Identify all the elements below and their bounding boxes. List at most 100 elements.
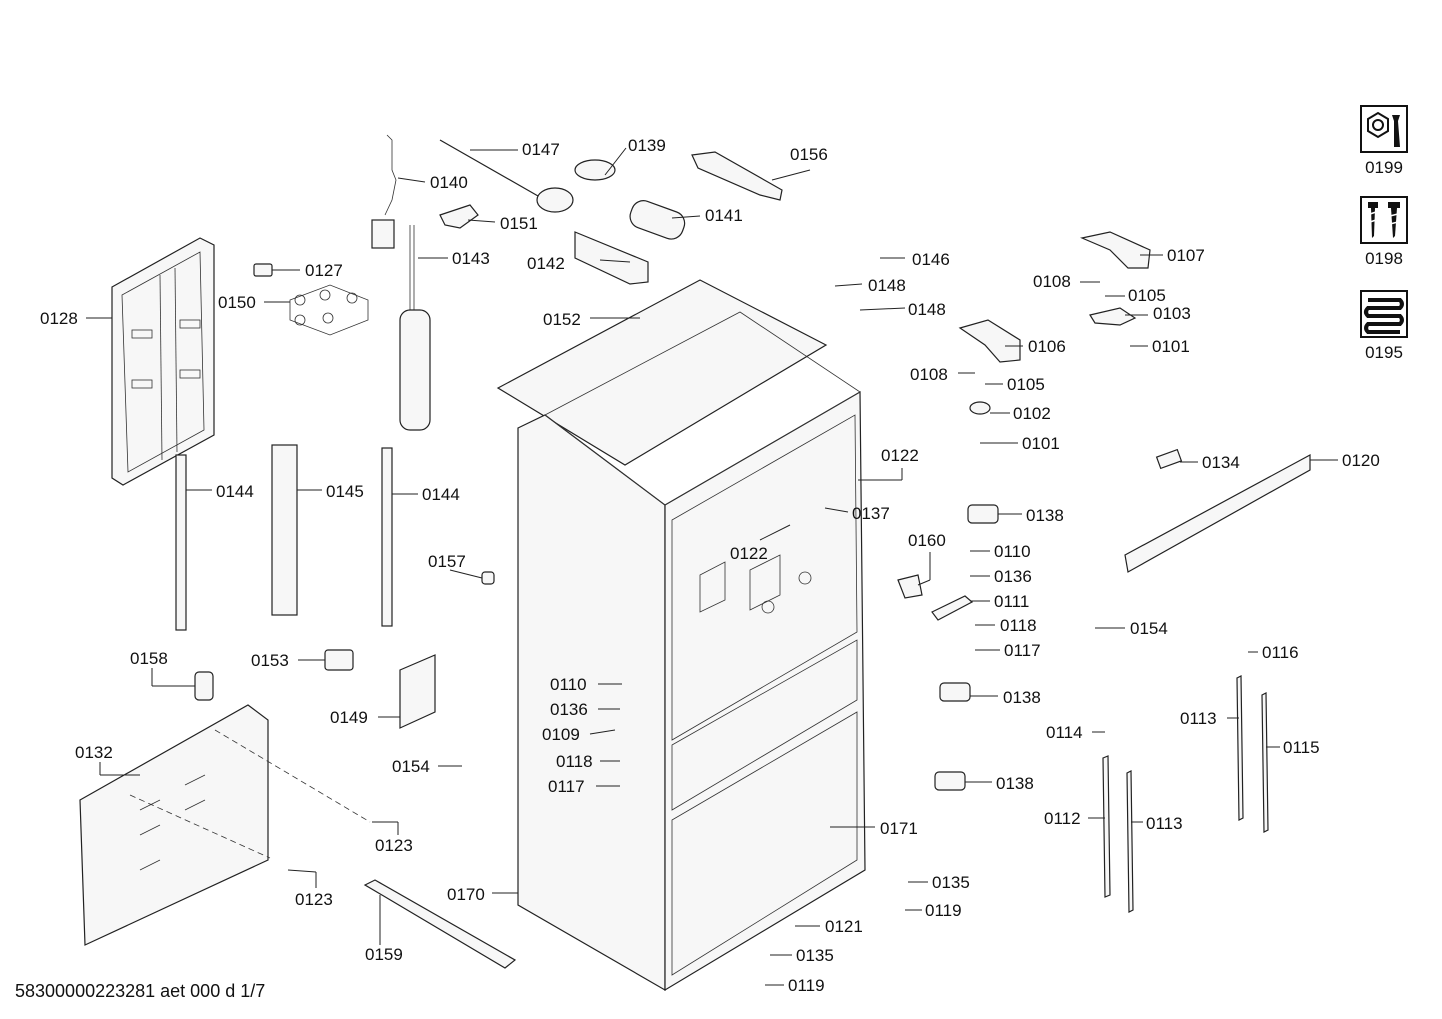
part-label: 0105: [1128, 286, 1166, 305]
pad-0138-low-drawing: [934, 771, 966, 791]
wire-harness-drawing: [371, 134, 431, 431]
part-labels: 0147 0139 0156 0140 0151 0141 0143 0142 …: [40, 136, 1380, 995]
part-label: 0135: [796, 946, 834, 965]
clip-set-drawing: [289, 284, 369, 336]
part-label: 0108: [910, 365, 948, 384]
part-label: 0103: [1153, 304, 1191, 323]
hinge-0102-drawing: [969, 401, 991, 415]
part-label: 0128: [40, 309, 78, 328]
part-label: 0147: [522, 140, 560, 159]
kit-0195: 0195: [1356, 290, 1412, 363]
small-block-drawing: [253, 263, 273, 277]
bracket-0107-drawing: [1080, 231, 1151, 269]
part-label: 0139: [628, 136, 666, 155]
part-label: 0135: [932, 873, 970, 892]
kick-plate-drawing: [363, 879, 517, 969]
bracket-0160-drawing: [897, 574, 923, 599]
booklet-drawing: [399, 654, 436, 729]
part-label: 0158: [130, 649, 168, 668]
part-label: 0154: [1130, 619, 1168, 638]
part-label: 0136: [550, 700, 588, 719]
part-label: 0136: [994, 567, 1032, 586]
part-label: 0127: [305, 261, 343, 280]
part-label: 0113: [1180, 709, 1217, 728]
part-label: 0151: [500, 214, 538, 233]
cabinet-drawing: [517, 311, 866, 992]
part-label: 0117: [548, 777, 585, 796]
pad-0138-top-drawing: [967, 504, 999, 524]
screws-icon: [1360, 196, 1408, 244]
part-label: 0122: [730, 544, 768, 563]
part-drawings: [79, 134, 1311, 992]
bracket-0106-drawing: [958, 319, 1021, 363]
part-label: 0118: [1000, 616, 1037, 635]
part-label: 0111: [994, 592, 1029, 611]
handle-0120-drawing: [1124, 453, 1311, 573]
hinge-0103-drawing: [1089, 307, 1137, 326]
part-label: 0122: [881, 446, 919, 465]
latch-drawing: [324, 649, 354, 671]
part-label: 0159: [365, 945, 403, 964]
part-label: 0101: [1152, 337, 1190, 356]
part-label: 0150: [218, 293, 256, 312]
part-label: 0102: [1013, 404, 1051, 423]
part-label: 0160: [908, 531, 946, 550]
part-label: 0108: [1033, 272, 1071, 291]
part-label: 0140: [430, 173, 468, 192]
rail-drawing-right: [381, 447, 393, 627]
part-label: 0117: [1004, 641, 1041, 660]
part-label: 0153: [251, 651, 289, 670]
part-label: 0138: [996, 774, 1034, 793]
part-label: 0170: [447, 885, 485, 904]
part-label: 0144: [216, 482, 254, 501]
bracket-0111-drawing: [931, 595, 974, 621]
part-label: 0106: [1028, 337, 1066, 356]
part-label: 0141: [705, 206, 743, 225]
part-label: 0138: [1003, 688, 1041, 707]
part-label: 0142: [527, 254, 565, 273]
part-label: 0137: [852, 504, 890, 523]
part-label: 0110: [994, 542, 1031, 561]
part-label: 0121: [825, 917, 863, 936]
part-label: 0148: [868, 276, 906, 295]
hinge-drawing: [691, 151, 783, 201]
part-label: 0119: [925, 901, 962, 920]
kit-0198: 0198: [1356, 196, 1412, 269]
part-label: 0171: [880, 819, 918, 838]
rod-drawing: [439, 139, 574, 229]
part-label: 0113: [1146, 814, 1183, 833]
part-label: 0157: [428, 552, 466, 571]
strip-0113-drawing: [1126, 770, 1134, 913]
part-label: 0107: [1167, 246, 1205, 265]
part-label: 0132: [75, 743, 113, 762]
part-label: 0143: [452, 249, 490, 268]
part-label: 0148: [908, 300, 946, 319]
top-cover-drawing: [496, 279, 828, 466]
coil-icon: [1360, 290, 1408, 338]
part-label: 0156: [790, 145, 828, 164]
part-label: 0152: [543, 310, 581, 329]
part-label: 0118: [556, 752, 593, 771]
rail-drawing-center: [271, 444, 298, 616]
part-label: 0154: [392, 757, 430, 776]
part-label: 0105: [1007, 375, 1045, 394]
channel-drawing: [574, 231, 649, 285]
part-label: 0112: [1044, 809, 1081, 828]
part-label: 0109: [542, 725, 580, 744]
strip-0115-drawing: [1261, 692, 1269, 833]
part-label: 0101: [1022, 434, 1060, 453]
kit-0199: 0199: [1356, 105, 1412, 178]
base-plate-drawing: [79, 704, 371, 946]
part-label: 0114: [1046, 723, 1083, 742]
wrench-nut-icon: [1360, 105, 1408, 153]
pad-0138-mid-drawing: [939, 682, 971, 702]
hinge-pin-drawing: [194, 671, 214, 701]
part-label: 0115: [1283, 738, 1320, 757]
strip-0113b-drawing: [1236, 675, 1244, 821]
part-label: 0138: [1026, 506, 1064, 525]
document-id: 58300000223281 aet 000 d 1/7: [15, 981, 266, 1001]
chip-0134-drawing: [1155, 448, 1183, 470]
part-label: 0145: [326, 482, 364, 501]
rear-panel-drawing: [111, 237, 215, 486]
